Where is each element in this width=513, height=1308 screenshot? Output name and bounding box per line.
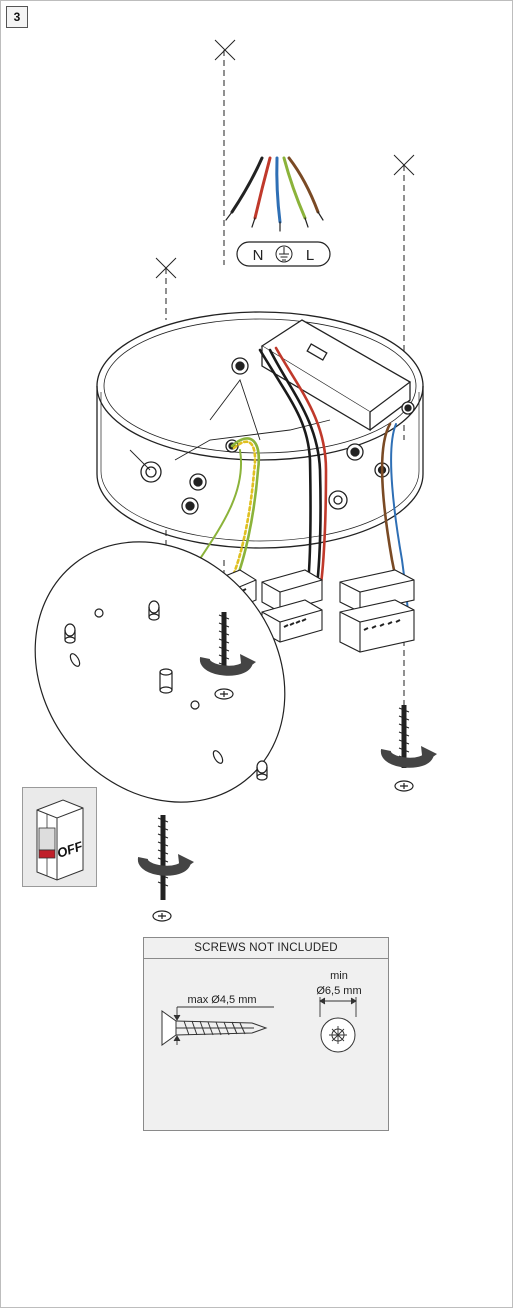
wood-screw-icon: [161, 1010, 268, 1046]
fixture-base-icon: [96, 311, 424, 549]
earth-lug-icon: [159, 668, 173, 694]
plate-stud-icon: [64, 600, 268, 781]
power-off-warning-panel: OFF: [22, 787, 97, 887]
ceiling-mark-x-icon: [155, 257, 177, 279]
wood-screw-icon: [214, 612, 234, 700]
min-label: min: [330, 970, 348, 982]
screw-with-rotation-icon: [381, 705, 437, 792]
rotation-arrow-icon: [381, 746, 437, 768]
rotation-arrow-icon: [138, 854, 194, 876]
screw-with-rotation-icon: [200, 612, 256, 700]
mounting-plate-icon: [34, 541, 286, 803]
screw-spec-diagram: max Ø4,5 mm min Ø6,5 mm: [161, 970, 362, 1053]
terminal-block-icon: [339, 599, 415, 653]
screw-spec-box: SCREWS NOT INCLUDED max Ø4,5 mm min Ø6,5…: [143, 937, 389, 1131]
rotation-arrow-icon: [200, 654, 256, 676]
step-number-badge: 3: [6, 6, 28, 28]
min-diameter-dimension: [319, 997, 357, 1017]
screw-with-rotation-icon: [138, 815, 194, 922]
ceiling-mark-x-icon: [393, 154, 415, 176]
circuit-breaker-icon: OFF: [36, 799, 86, 881]
screw-spec-title: SCREWS NOT INCLUDED: [144, 938, 388, 959]
min-diameter-label: Ø6,5 mm: [316, 985, 361, 997]
max-diameter-label: max Ø4,5 mm: [187, 994, 256, 1006]
terminal-label-pill: N L: [236, 241, 331, 267]
wood-screw-icon: [394, 705, 414, 792]
wall-plug-icon: [320, 1017, 356, 1053]
wood-screw-icon: [152, 815, 172, 922]
neutral-label: N: [253, 247, 264, 264]
mains-cable-icon: [225, 156, 324, 232]
live-label: L: [306, 247, 314, 264]
earth-ground-icon: [275, 245, 293, 263]
max-diameter-dimension: [173, 1006, 274, 1045]
ceiling-mark-x-icon: [214, 39, 236, 61]
